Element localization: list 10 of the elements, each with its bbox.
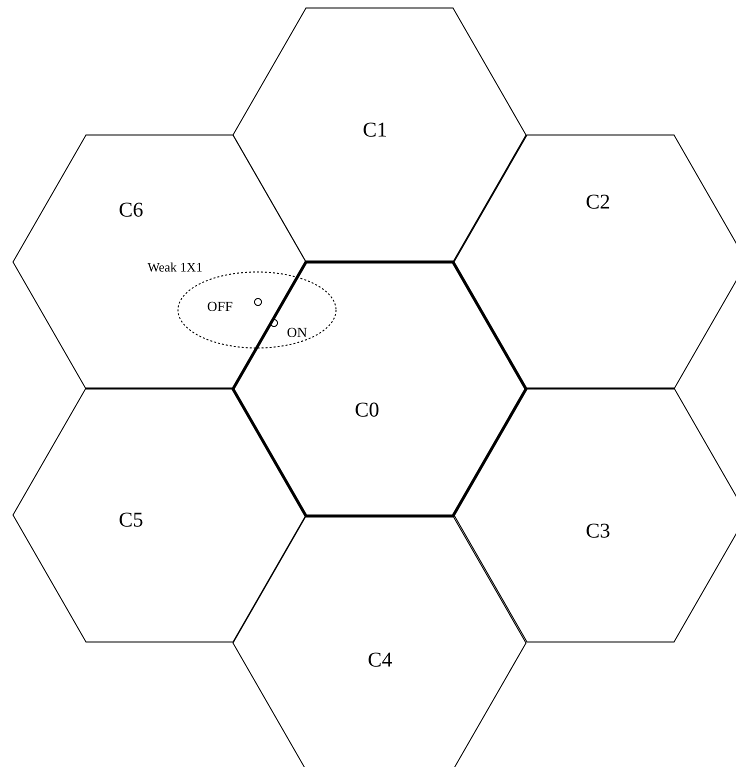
cell-label: C1 bbox=[362, 120, 388, 140]
region-label: Weak 1X1 bbox=[148, 260, 202, 274]
cell-label: C0 bbox=[354, 400, 380, 420]
point-label: OFF bbox=[207, 301, 233, 315]
cell-label: C4 bbox=[368, 650, 392, 670]
cell-label: C6 bbox=[118, 200, 144, 220]
point-label: ON bbox=[286, 327, 308, 341]
cell-label: C2 bbox=[586, 192, 610, 212]
cell-label: C3 bbox=[586, 520, 610, 542]
cell-label: C5 bbox=[118, 510, 144, 530]
